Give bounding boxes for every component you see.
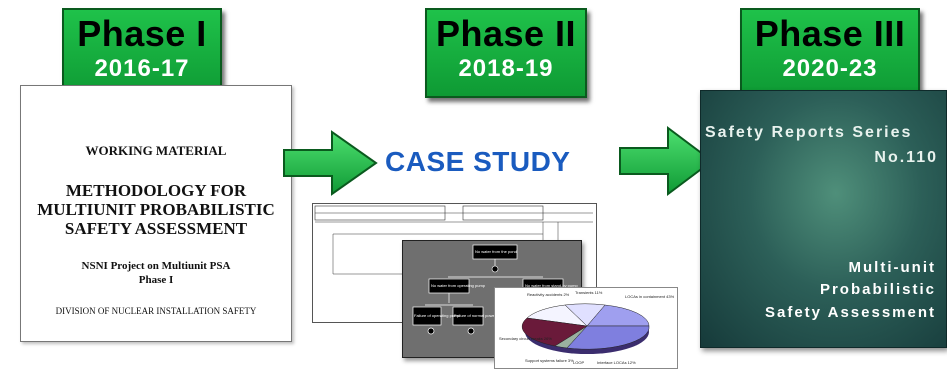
tree-mid-left-label: No water from operating pump: [431, 283, 486, 288]
book-title-line-3: Safety Assessment: [764, 304, 936, 321]
pie-label: Support systems failure 3%: [525, 358, 574, 363]
working-material-label: WORKING MATERIAL: [85, 143, 227, 158]
case-study-label: CASE STUDY: [385, 146, 571, 177]
division-label: DIVISION OF NUCLEAR INSTALLATION SAFETY: [55, 306, 257, 316]
tree-top-label: No water from the pond: [475, 249, 517, 254]
phase-2-title: Phase II: [435, 13, 577, 54]
tree-low-left-label: Failure of operating pump: [414, 313, 460, 318]
pie-chart-sketch: [521, 303, 650, 354]
book-title-line-2: Probabilistic: [819, 281, 936, 298]
project-label-line-2: Phase I: [138, 274, 174, 286]
phase-3-badge: Phase III 2020-23: [740, 8, 920, 98]
methodology-title-line-2: MULTIUNIT PROBABILISTIC: [37, 200, 275, 219]
book-number-label: No.110: [874, 149, 938, 166]
methodology-title-line-3: SAFETY ASSESSMENT: [64, 219, 248, 238]
tree-low-right-label: Failure of normal power supply: [454, 313, 509, 318]
methodology-title-line-1: METHODOLOGY FOR: [65, 181, 247, 200]
pie-label: Interface LOCAs 12%: [597, 360, 636, 365]
case-study-pie-chart: Reactivity accidents 2% Transients 11% L…: [494, 287, 678, 369]
project-label-line-1: NSNI Project on Multiunit PSA: [81, 260, 231, 272]
phase-1-years: 2016-17: [94, 55, 190, 82]
methodology-title: METHODOLOGY FOR MULTIUNIT PROBABILISTIC …: [21, 181, 291, 238]
arrow-right-icon: [283, 130, 378, 196]
arrow-right-icon: [619, 126, 714, 196]
pie-label: Reactivity accidents 2%: [527, 292, 570, 297]
project-label: NSNI Project on Multiunit PSA Phase I: [21, 259, 291, 287]
pie-label: LOCAs in containment 43%: [625, 294, 675, 299]
phase-3-book-cover: Safety Reports Series No.110 Multi-unit …: [700, 90, 947, 348]
phase-3-title: Phase III: [754, 13, 906, 54]
pie-label: Transients 11%: [575, 290, 603, 295]
phase-3-years: 2020-23: [782, 55, 878, 82]
pie-label: Secondary circuit breaks 26%: [499, 336, 552, 341]
phase-1-document: WORKING MATERIAL METHODOLOGY FOR MULTIUN…: [20, 85, 292, 342]
phase-1-title: Phase I: [77, 13, 207, 54]
phase-1-badge: Phase I 2016-17: [62, 8, 222, 98]
phase-2-years: 2018-19: [458, 55, 554, 82]
pie-label: LOOP: [573, 360, 585, 365]
book-title-line-1: Multi-unit: [848, 259, 936, 276]
phase-2-badge: Phase II 2018-19: [425, 8, 587, 98]
book-series-label: Safety Reports Series: [705, 124, 913, 141]
tree-mid-right-label: No water from stand-by pump: [525, 283, 578, 288]
